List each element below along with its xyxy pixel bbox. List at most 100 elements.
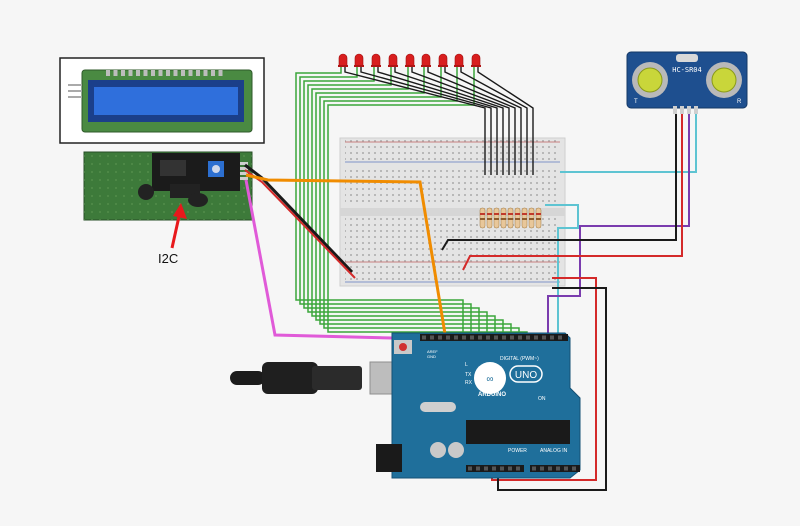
led-cathode-leg: [377, 67, 498, 175]
digital-pin: [422, 335, 426, 340]
lcd-pin: [196, 70, 200, 76]
arduino-uno: ∞ ARDUINO UNO DIGITAL (PWM~) L TX RX ON …: [376, 332, 581, 479]
i2c-pin: [240, 177, 248, 180]
lcd-pin: [106, 70, 110, 76]
lcd-pin: [128, 70, 133, 76]
resistor-band: [480, 213, 485, 215]
i2c-annotation: I2C: [158, 203, 187, 266]
lcd-screen: [94, 87, 238, 115]
digital-pin: [462, 335, 466, 340]
arduino-brand: ARDUINO: [478, 392, 506, 398]
lcd-pin: [188, 70, 193, 76]
power-pin: [476, 466, 480, 471]
svg-text:∞: ∞: [486, 374, 493, 385]
sensor-pin: [673, 106, 677, 114]
lcd-side-pins: [68, 84, 82, 98]
arduino-logo-icon: [474, 362, 506, 394]
analog-header-strip: [530, 465, 580, 472]
lcd-pin: [173, 70, 178, 76]
resistor-band: [508, 218, 513, 220]
scl-wire-magenta: [244, 179, 393, 340]
led-icon: [421, 53, 431, 67]
resistor-band: [480, 218, 485, 220]
resistor-band: [494, 218, 499, 220]
i2c-label: I2C: [158, 251, 178, 266]
digital-pin: [478, 335, 482, 340]
trig-wire-purple: [547, 112, 690, 338]
led-icon: [371, 53, 381, 67]
analog-header: [530, 465, 580, 472]
analog-pin: [548, 466, 552, 471]
power-pin: [516, 466, 520, 471]
resistor-band: [529, 218, 534, 220]
sensor-wire-cyan-2: [545, 204, 579, 338]
l-label: L: [465, 362, 468, 368]
i2c-pins: [240, 162, 248, 180]
digital-pin: [526, 335, 530, 340]
power-pin: [484, 466, 488, 471]
sensor-pin: [687, 106, 691, 114]
led-cathode-leg: [344, 67, 486, 175]
led-cathode-leg: [444, 67, 522, 175]
analog-pin: [556, 466, 560, 471]
atmega-chip: [466, 420, 570, 444]
arduino-model: UNO: [515, 370, 537, 381]
led-base: [371, 65, 381, 67]
lcd-pin: [166, 70, 170, 76]
analog-in-label: ANALOG IN: [540, 448, 568, 454]
led-signal-wire: [319, 67, 512, 338]
power-pin: [468, 466, 472, 471]
digital-pwm-label: DIGITAL (PWM~): [500, 356, 539, 362]
lcd-pin: [158, 70, 163, 76]
led-cathode-leg: [477, 67, 534, 175]
led-icon: [338, 53, 348, 67]
power-label: POWER: [508, 448, 527, 454]
resistor-band: [515, 213, 520, 215]
breadboard-center-channel: [340, 208, 565, 216]
sensor-model-label: HC-SR04: [672, 66, 702, 74]
led-signal-wire: [303, 67, 480, 338]
digital-pin: [494, 335, 498, 340]
sensor-pins: [673, 106, 698, 114]
power-pin: [500, 466, 504, 471]
lcd-pin: [211, 70, 215, 76]
led-icon: [438, 53, 448, 67]
digital-pin: [558, 335, 562, 340]
led-cathode-leg: [460, 67, 528, 175]
on-label: ON: [538, 396, 546, 402]
sensor-vcc-wire-red: [462, 112, 683, 271]
sensor-r-mark: R: [737, 99, 742, 105]
lcd-pin: [218, 70, 223, 76]
resistor-band: [522, 213, 527, 215]
i2c-capacitor: [138, 184, 154, 200]
resistor-band: [501, 213, 506, 215]
red-arrow-icon: [173, 203, 187, 219]
sensor-t-mark: T: [634, 99, 638, 105]
lcd-pin: [143, 70, 148, 76]
sensor-wire-cyan-1: [560, 112, 697, 173]
digital-pin: [486, 335, 490, 340]
resistor-band: [522, 218, 527, 220]
led-icon: [354, 53, 364, 67]
resistor-band: [529, 213, 534, 215]
sensor-pin: [680, 106, 684, 114]
led-icon: [454, 53, 464, 67]
led-base: [338, 65, 348, 67]
digital-pin: [518, 335, 522, 340]
sda-wire-orange: [245, 173, 448, 341]
led-base: [405, 65, 415, 67]
gnd-label: GND: [427, 354, 436, 359]
led-base: [471, 65, 481, 67]
digital-pin: [542, 335, 546, 340]
resistor-band: [515, 218, 520, 220]
vcc-wire-red: [244, 169, 356, 279]
led-icon: [471, 53, 481, 67]
lcd-pin: [203, 70, 208, 76]
lcd-pin: [151, 70, 155, 76]
ultrasonic-sensor: HC-SR04 T R: [626, 51, 748, 114]
resistor-band: [487, 213, 492, 215]
digital-pin: [430, 335, 434, 340]
digital-pin: [446, 335, 450, 340]
digital-pin: [510, 335, 514, 340]
digital-pin: [454, 335, 458, 340]
